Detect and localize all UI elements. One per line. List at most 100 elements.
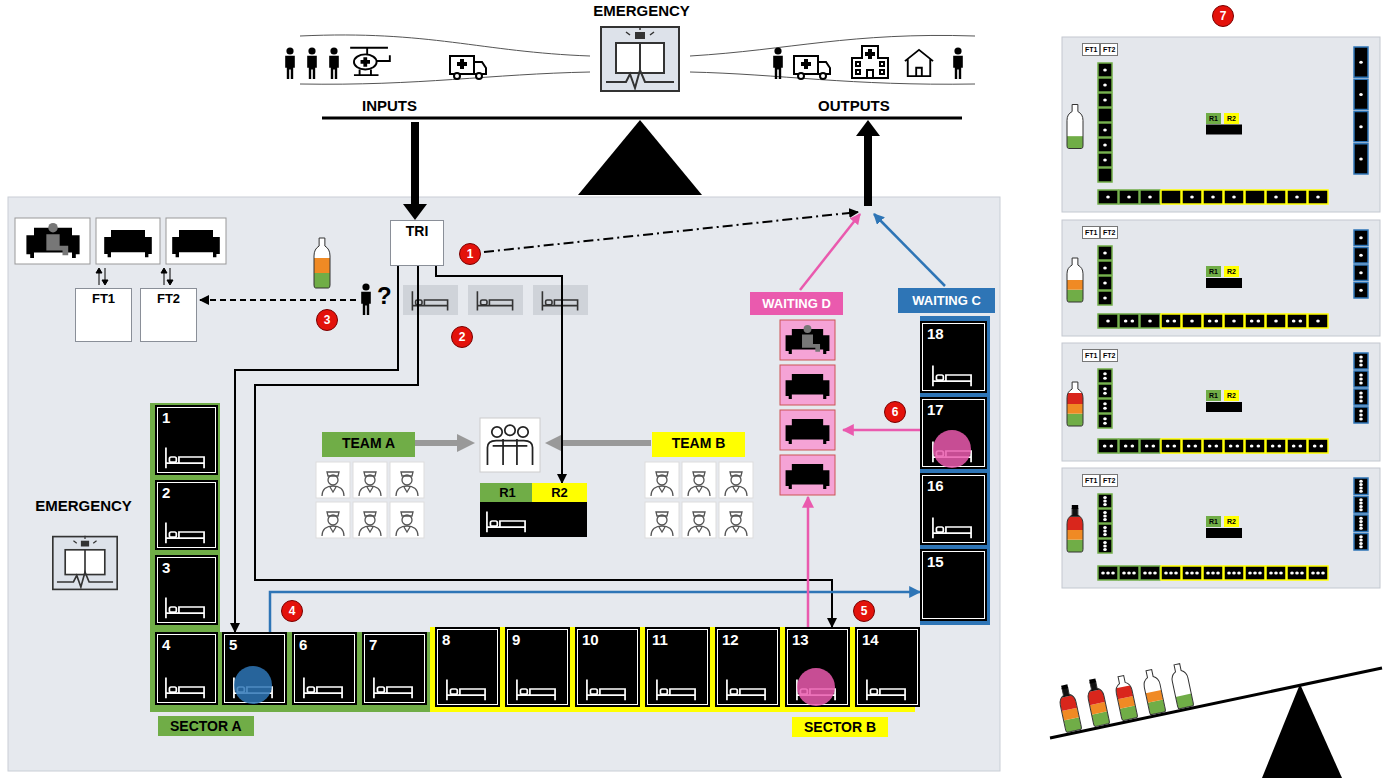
flow-arrow	[843, 429, 920, 432]
bed-number: 18	[920, 321, 987, 343]
rect-shape	[719, 462, 753, 498]
ellipse-shape	[1127, 196, 1131, 199]
rect-shape	[1098, 63, 1112, 77]
bed-icon	[304, 677, 342, 698]
g-shape	[1141, 669, 1166, 715]
rect-shape	[278, 40, 478, 84]
rect-shape	[1098, 369, 1112, 383]
ellipse-shape	[1359, 61, 1363, 64]
ellipse-shape	[1359, 360, 1363, 363]
ellipse-shape	[1359, 254, 1363, 257]
rect-shape	[1098, 246, 1112, 260]
callout-number: 6	[884, 401, 906, 423]
g-shape	[1067, 105, 1083, 149]
rect-shape	[314, 258, 330, 273]
g-shape	[1141, 669, 1166, 715]
rect-shape	[1098, 414, 1112, 428]
ellipse-shape	[1290, 572, 1294, 575]
rect-shape	[1119, 190, 1139, 204]
use-shape	[905, 50, 933, 76]
rect-shape	[1098, 108, 1112, 122]
ellipse-shape	[1103, 530, 1107, 533]
g-shape	[1067, 258, 1083, 302]
use-shape	[786, 419, 830, 444]
use-shape	[359, 472, 381, 496]
rect-shape	[1354, 371, 1368, 387]
band-shape	[430, 627, 915, 712]
g-shape	[1067, 382, 1083, 426]
ellipse-shape	[1103, 515, 1107, 518]
ellipse-shape	[1359, 289, 1363, 292]
path-shape	[1141, 669, 1166, 715]
label-holder: 3	[316, 309, 338, 331]
ellipse-shape	[1227, 572, 1231, 575]
ellipse-shape	[1103, 129, 1107, 132]
rect-shape	[1245, 439, 1265, 453]
rect-shape	[1354, 230, 1368, 246]
node-title: WAITING D	[750, 292, 843, 315]
ellipse-shape	[1316, 320, 1320, 323]
ellipse-shape	[1153, 572, 1157, 575]
ellipse-shape	[1321, 572, 1325, 575]
mini-label: R1	[1206, 113, 1221, 124]
fast-track-box: FT1	[75, 288, 132, 342]
rect-shape	[390, 502, 424, 538]
bed-number: 3	[155, 555, 218, 577]
rect-shape	[1308, 566, 1328, 580]
team-icon	[487, 425, 532, 465]
rect-shape	[1203, 314, 1223, 328]
ellipse-shape	[1103, 377, 1107, 380]
use-shape	[359, 512, 381, 536]
g-shape	[1085, 680, 1110, 726]
rect-shape	[1182, 190, 1202, 204]
path-shape	[1085, 680, 1110, 726]
ellipse-shape	[1166, 320, 1170, 323]
rect-shape	[1182, 566, 1202, 580]
team-arrow	[554, 440, 651, 446]
rect-shape	[645, 462, 679, 498]
ellipse-shape	[1258, 572, 1262, 575]
rect-shape	[780, 410, 835, 450]
bed-number: 6	[292, 632, 357, 654]
ellipse-shape	[1292, 320, 1296, 323]
rect-shape	[353, 462, 387, 498]
node-title: R1	[480, 483, 535, 502]
rect-shape	[1140, 566, 1160, 580]
rect-shape	[1245, 314, 1265, 328]
rect-shape	[1067, 530, 1083, 540]
use-shape	[542, 291, 577, 310]
ellipse-shape	[1124, 320, 1128, 323]
use-shape	[794, 56, 830, 79]
mini-label: R1	[1206, 516, 1221, 527]
bed-icon	[587, 679, 625, 700]
g-shape	[1067, 258, 1083, 302]
ellipse-shape	[1359, 418, 1363, 421]
use-shape	[322, 512, 344, 536]
mini-label: R2	[1224, 390, 1239, 401]
rect-shape	[166, 218, 226, 264]
rect-shape	[1354, 79, 1368, 109]
waiting-area: WAITING D	[750, 292, 843, 497]
use-shape	[450, 56, 486, 79]
ellipse-shape	[1187, 445, 1191, 448]
ellipse-shape	[1320, 445, 1324, 448]
rect-shape	[780, 320, 835, 360]
use-shape	[651, 472, 673, 496]
department-floor	[8, 197, 1000, 771]
rect-shape	[1245, 190, 1265, 204]
use-shape	[688, 512, 710, 536]
rect-shape	[1146, 690, 1164, 703]
ellipse-shape	[1236, 445, 1240, 448]
rect-shape	[353, 502, 387, 538]
rect-shape	[682, 502, 716, 538]
fast-track-box: FT2	[140, 288, 197, 342]
rect-shape	[1287, 314, 1307, 328]
rect-shape	[1061, 684, 1068, 689]
node-title: WAITING C	[898, 288, 995, 313]
ellipse-shape	[1257, 445, 1261, 448]
node-title: TRI	[391, 221, 443, 239]
ellipse-shape	[1103, 252, 1107, 255]
ellipse-shape	[1250, 320, 1254, 323]
ellipse-shape	[1103, 526, 1107, 529]
